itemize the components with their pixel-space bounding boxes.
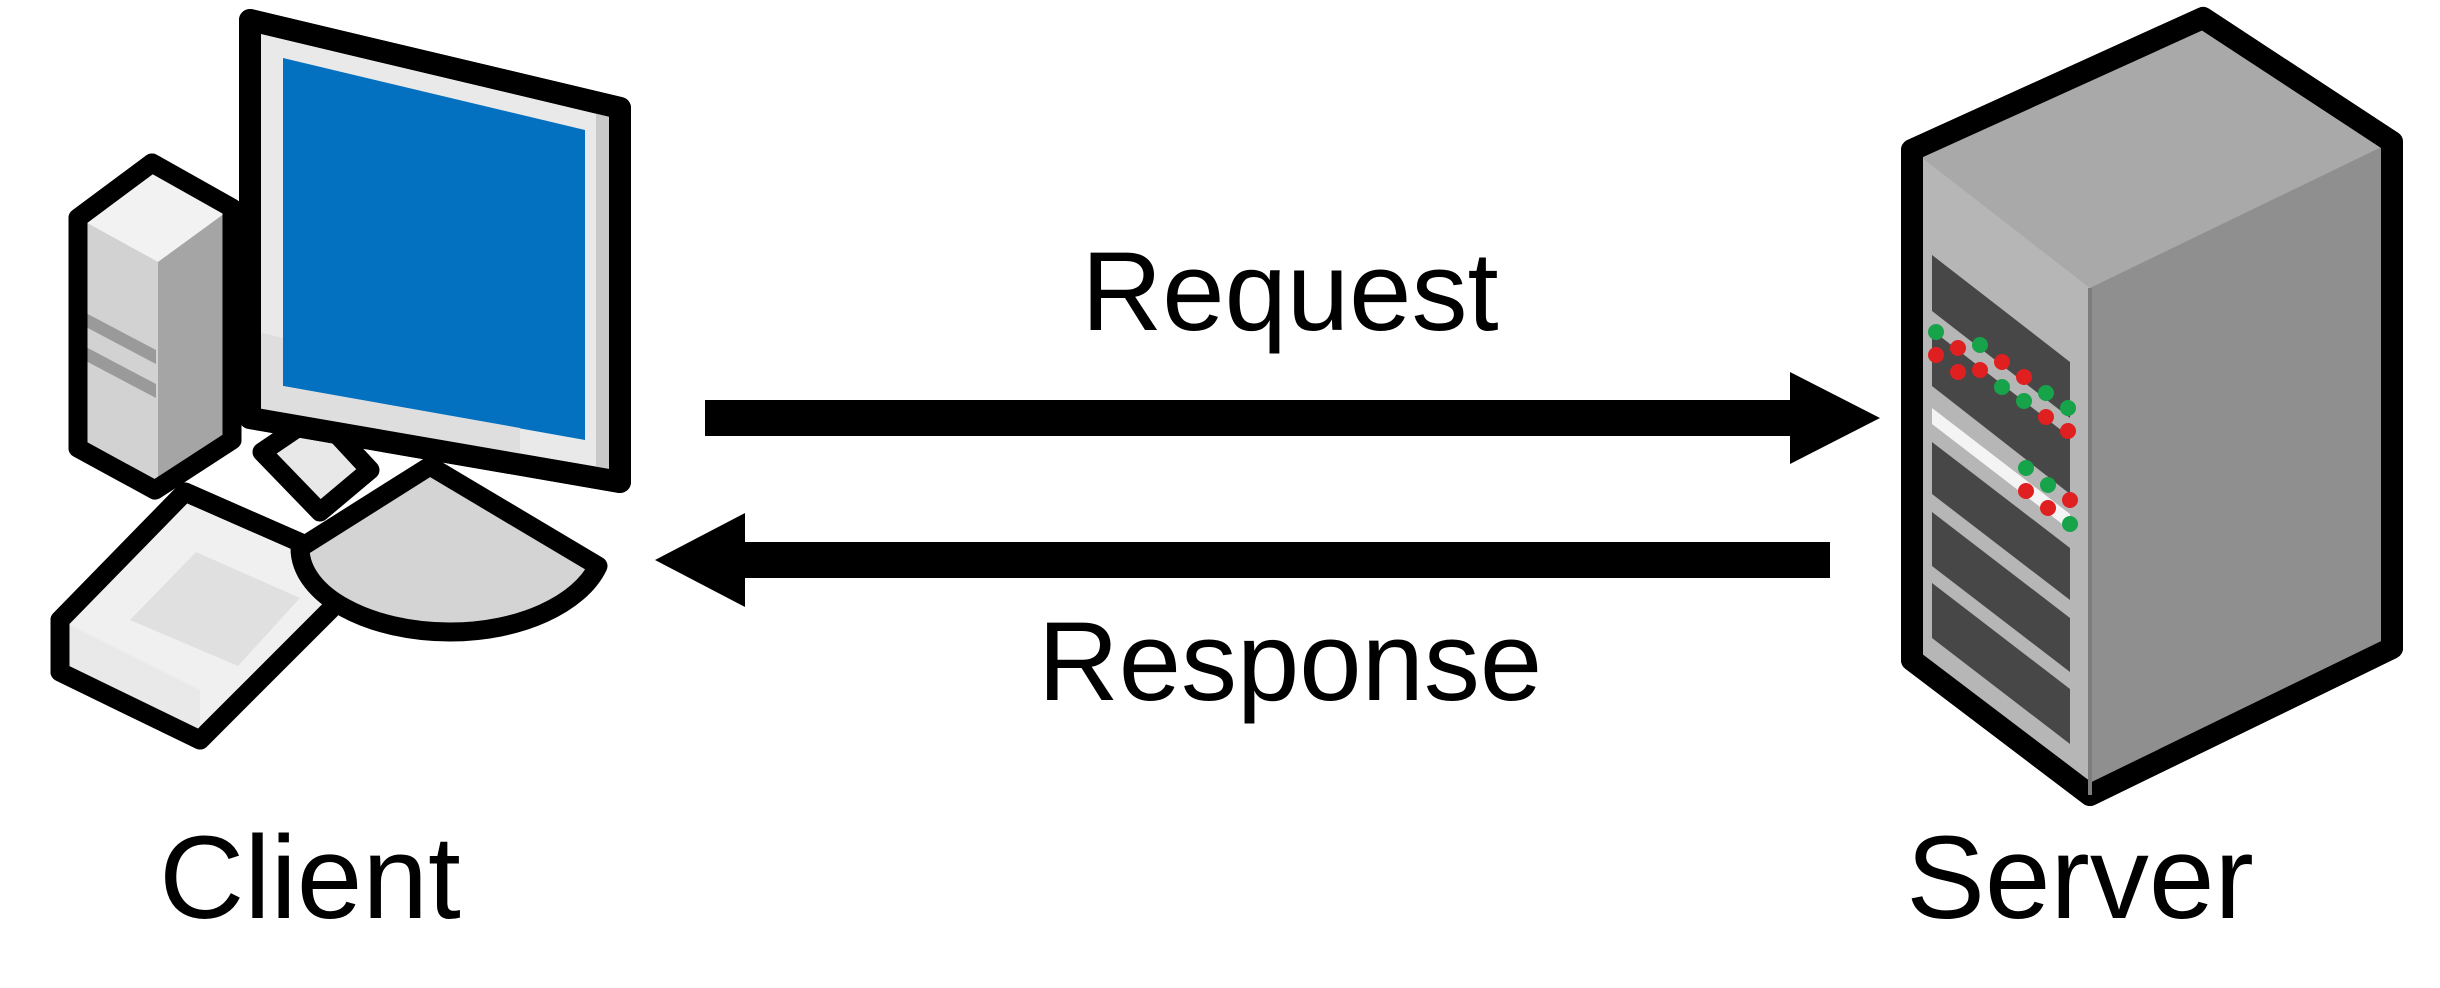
desktop-computer-icon: Client (50, 9, 631, 944)
keyboard-shape (50, 482, 350, 750)
server-tower-icon: Server (1901, 7, 2403, 944)
server-status-leds-lower (2018, 460, 2078, 532)
monitor-stand-base (290, 456, 608, 642)
server-label: Server (1906, 812, 2254, 944)
request-arrow: Request (705, 229, 1880, 464)
monitor-screen (239, 9, 631, 493)
computer-tower (68, 153, 242, 500)
response-label: Response (1038, 599, 1542, 724)
server-drive-bays (1932, 255, 2070, 744)
response-arrow: Response (655, 513, 1830, 724)
server-status-leds-upper (1928, 324, 2076, 439)
client-label: Client (159, 812, 461, 944)
request-label: Request (1081, 229, 1498, 354)
